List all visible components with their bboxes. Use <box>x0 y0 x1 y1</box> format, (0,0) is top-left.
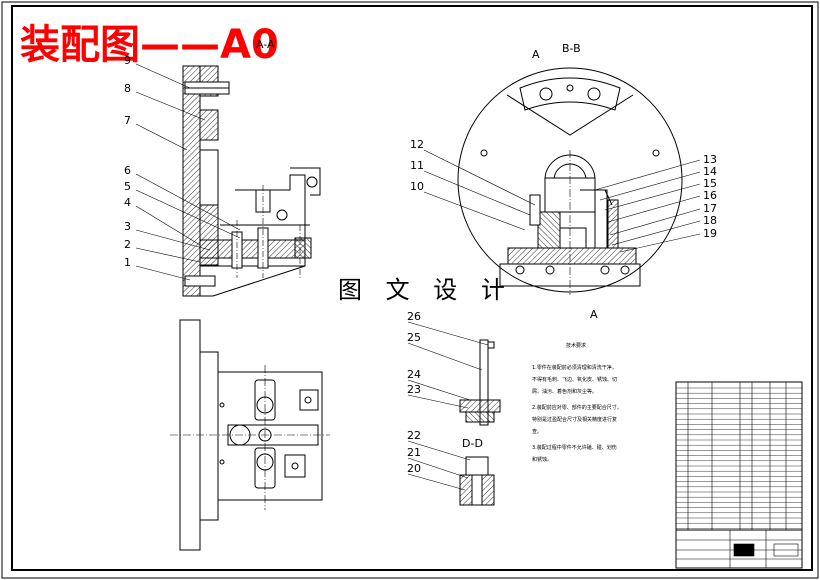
tech-note-line: 2.装配前应对零、部件的主要配合尺寸， <box>532 404 622 411</box>
part-label: 5 <box>124 180 131 193</box>
tech-note-line: 和锈蚀。 <box>532 456 552 463</box>
section-label-dd: D-D <box>462 437 483 450</box>
detail-views: D-D <box>459 339 501 506</box>
section-view-bb: B-B A A <box>457 42 683 321</box>
part-labels-bb: 12 11 10 13 14 15 16 17 18 19 <box>410 138 717 240</box>
part-label: 17 <box>703 202 717 215</box>
tech-note-line: 特别是过盈配合尺寸及相关精度进行复 <box>532 416 617 423</box>
watermark-text: 图 文 设 计 <box>338 276 513 304</box>
tech-notes-heading: 技术要求 <box>566 342 586 349</box>
part-label: 4 <box>124 196 131 209</box>
leaders-aa <box>135 63 241 281</box>
section-mark-a-top: A <box>532 48 540 61</box>
part-label: 11 <box>410 159 424 172</box>
part-label: 6 <box>124 164 131 177</box>
part-label: 9 <box>124 54 131 67</box>
tech-note-line: 不得有毛刺、飞边、氧化皮、锈蚀、切 <box>532 376 617 383</box>
section-label-aa: A-A <box>256 38 275 51</box>
inner-border <box>11 5 813 571</box>
tech-note-line: 屑、油污、着色剂和灰尘等。 <box>532 388 597 395</box>
leaders-detail <box>407 321 489 491</box>
part-label: 19 <box>703 227 717 240</box>
plan-view <box>170 319 330 551</box>
part-label: 7 <box>124 114 131 127</box>
part-label: 18 <box>703 214 717 227</box>
technical-requirements: 技术要求 1.零件在装配前必须清理和清洗干净， 不得有毛刺、飞边、氧化皮、锈蚀、… <box>532 342 622 463</box>
part-labels-aa: 9 8 7 6 5 4 3 2 1 <box>124 54 131 269</box>
leaders-bb <box>423 149 701 253</box>
parts-list-rows <box>676 387 802 529</box>
part-label: 20 <box>407 462 421 475</box>
section-mark-a-bottom: A <box>590 308 598 321</box>
part-label: 13 <box>703 153 717 166</box>
part-label: 3 <box>124 220 131 233</box>
part-label: 1 <box>124 256 131 269</box>
part-label: 24 <box>407 368 421 381</box>
part-labels-detail: 26 25 24 23 22 21 20 <box>407 310 421 475</box>
tech-note-line: 3.装配过程中零件不允许磕、碰、划伤 <box>532 444 617 451</box>
part-label: 25 <box>407 331 421 344</box>
drawing-title: 装配图——A0 <box>20 22 279 68</box>
part-label: 8 <box>124 82 131 95</box>
part-label: 12 <box>410 138 424 151</box>
part-label: 2 <box>124 238 131 251</box>
part-label: 23 <box>407 383 421 396</box>
section-view-aa: A-A <box>182 38 321 297</box>
part-label: 14 <box>703 165 717 178</box>
part-label: 16 <box>703 189 717 202</box>
section-label-bb: B-B <box>562 42 581 55</box>
part-label: 26 <box>407 310 421 323</box>
part-label: 22 <box>407 429 421 442</box>
part-label: 21 <box>407 446 421 459</box>
tech-note-line: 1.零件在装配前必须清理和清洗干净， <box>532 364 617 371</box>
tech-note-line: 查。 <box>532 428 542 435</box>
parts-list-table <box>675 381 803 569</box>
part-label: 10 <box>410 180 424 193</box>
part-label: 15 <box>703 177 717 190</box>
